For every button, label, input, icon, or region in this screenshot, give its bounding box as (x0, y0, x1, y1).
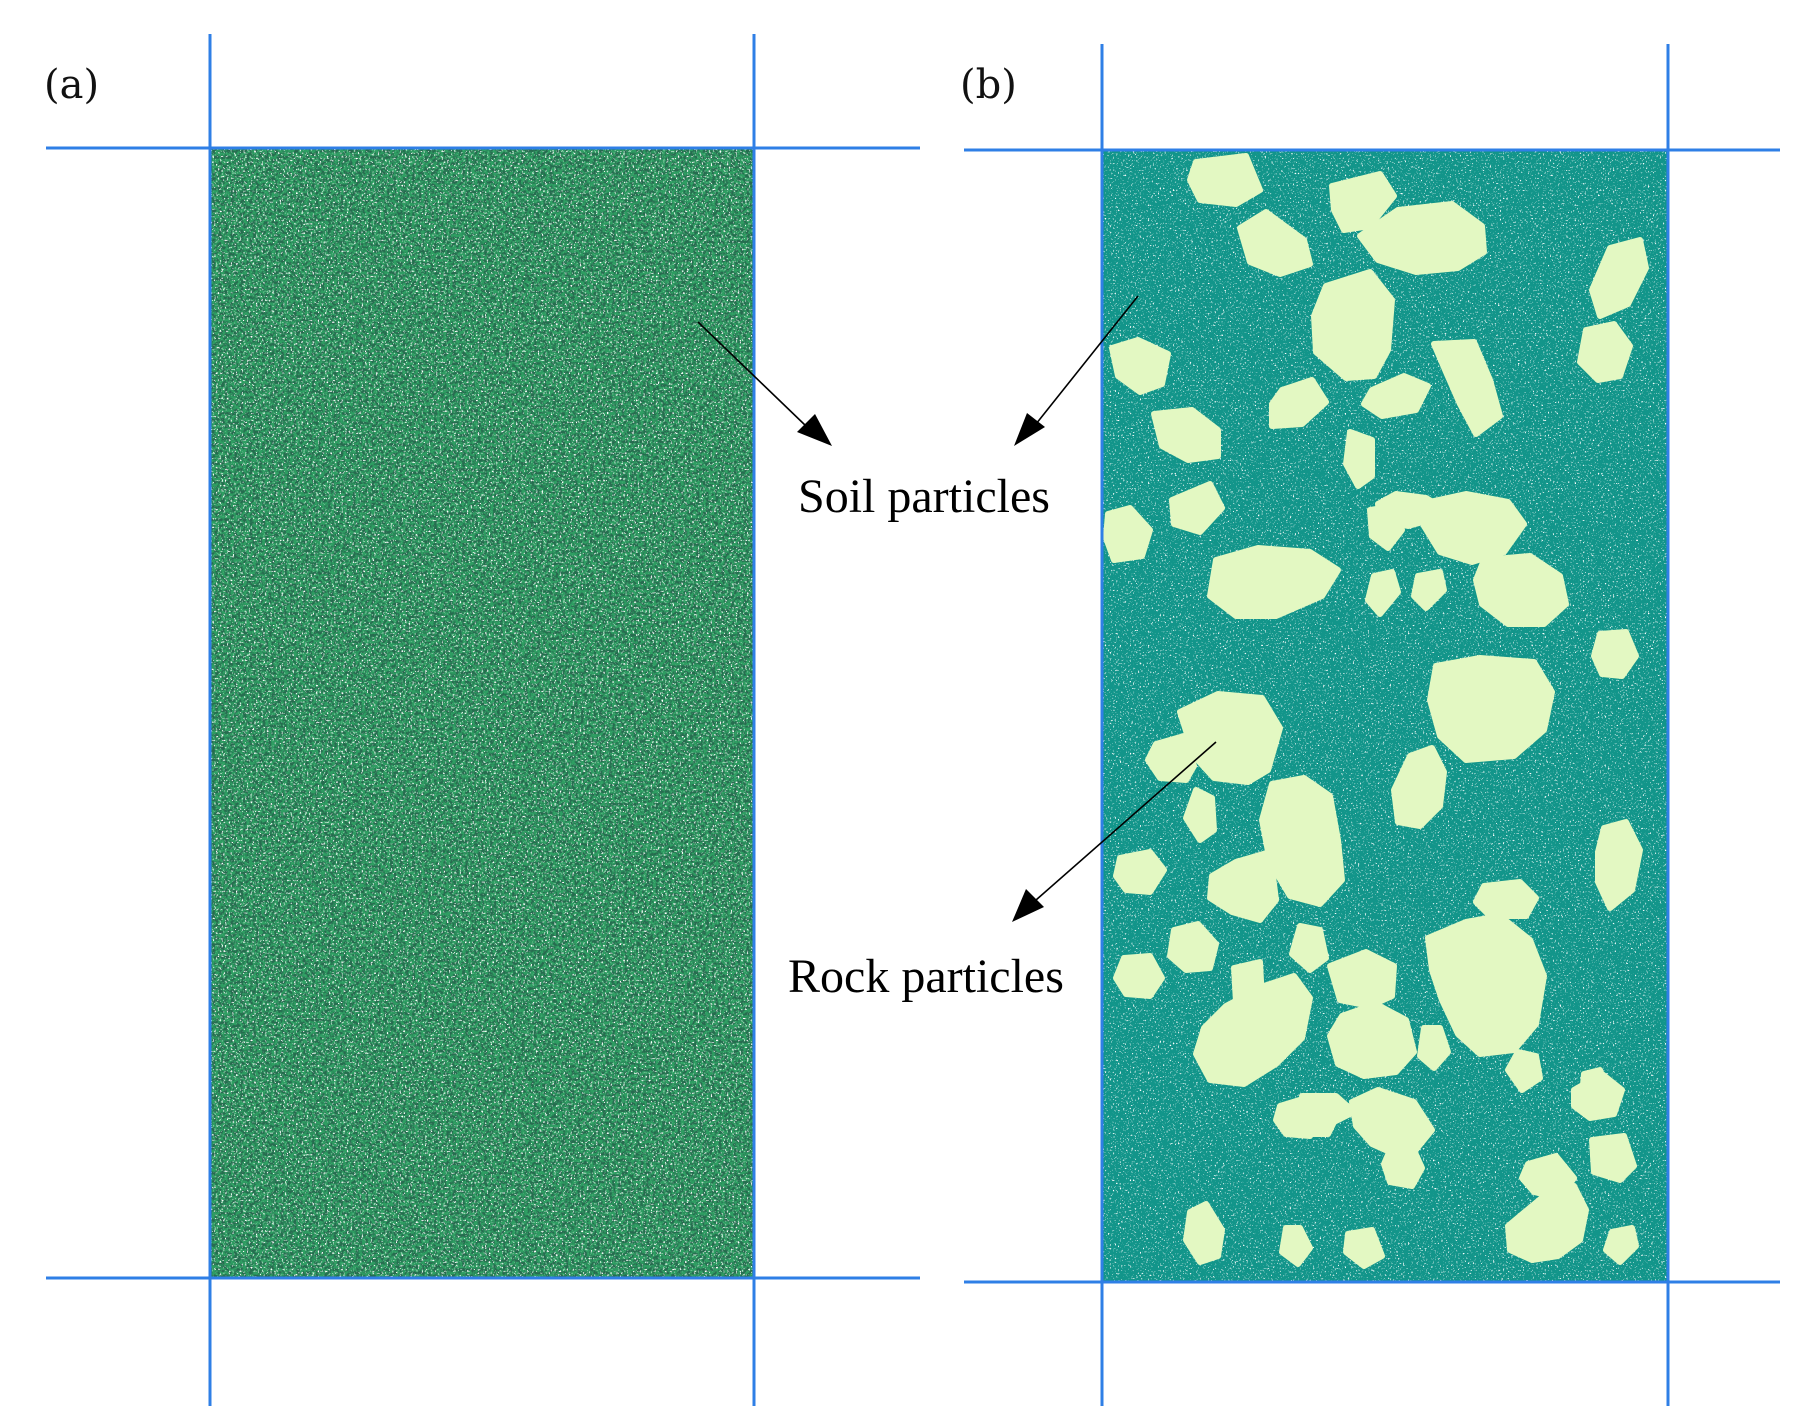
rock-particle (1571, 1071, 1625, 1121)
soil-particles-label: Soil particles (798, 470, 1050, 523)
rock-particle (1109, 337, 1171, 395)
rock-particle (1473, 879, 1539, 919)
rock-particle (1237, 209, 1313, 277)
rock-particle (1505, 1049, 1543, 1093)
rock-particle (1589, 1133, 1637, 1183)
rock-particle (1365, 569, 1401, 617)
rock-particle (1417, 1025, 1451, 1071)
rock-particle (1327, 949, 1397, 1009)
rock-arrow-head (1012, 889, 1044, 922)
soil-arrow-left-head (797, 414, 832, 446)
rock-particle (1183, 787, 1217, 843)
rock-particle (1473, 553, 1569, 627)
panel-b-label: (b) (960, 62, 1017, 108)
rock-particle (1603, 1225, 1639, 1265)
rock-particle (1187, 153, 1263, 207)
rock-particle (1327, 1001, 1417, 1079)
rock-particle (1577, 321, 1633, 383)
rock-particle (1425, 913, 1547, 1057)
rock-particle (1357, 201, 1487, 275)
panel-a: (a) (44, 34, 920, 1406)
panel-a-label: (a) (44, 62, 99, 108)
rock-particle (1113, 849, 1167, 895)
rock-particle (1417, 491, 1527, 565)
rock-particle (1431, 339, 1503, 437)
soil-callout: Soil particles (697, 295, 1139, 523)
rock-particle (1151, 407, 1221, 463)
panel-a-speckle-texture (210, 148, 754, 1278)
rock-particles-label: Rock particles (788, 950, 1064, 1003)
rock-particle (1343, 1227, 1385, 1269)
rock-particle (1113, 953, 1165, 999)
rock-particle (1391, 745, 1447, 829)
rock-particle (1427, 655, 1555, 763)
rock-particle (1589, 237, 1649, 319)
rock-particle (1279, 1225, 1313, 1267)
soil-arrow-left-line (697, 321, 807, 427)
rock-particle (1193, 973, 1313, 1087)
rock-particle (1207, 849, 1279, 923)
rock-particle (1311, 269, 1395, 381)
rock-particle (1169, 481, 1225, 535)
soil-arrow-right-head (1014, 413, 1045, 446)
rock-particle (1591, 629, 1639, 679)
rock-particle (1269, 377, 1329, 429)
rock-particle (1595, 819, 1643, 911)
rock-particle (1361, 373, 1431, 419)
rock-particle (1183, 1201, 1225, 1265)
rock-particle (1367, 503, 1405, 551)
rock-particle (1411, 569, 1447, 611)
rock-particle (1289, 923, 1329, 973)
rock-particle (1177, 691, 1283, 785)
rock-particle (1167, 921, 1219, 973)
rock-callout: Rock particles (788, 741, 1217, 1003)
rock-particle (1207, 545, 1341, 619)
rock-particle (1505, 1183, 1589, 1263)
rock-particle (1103, 505, 1153, 563)
rock-particle (1145, 733, 1197, 783)
soil-arrow-right-line (1035, 295, 1139, 425)
panel-b: (b) (960, 44, 1780, 1406)
rock-particle (1343, 429, 1375, 489)
rock-arrow-line (1035, 741, 1217, 901)
rock-particles-group (1103, 153, 1649, 1269)
rock-particle (1381, 1143, 1425, 1189)
rock-particle (1259, 775, 1345, 907)
